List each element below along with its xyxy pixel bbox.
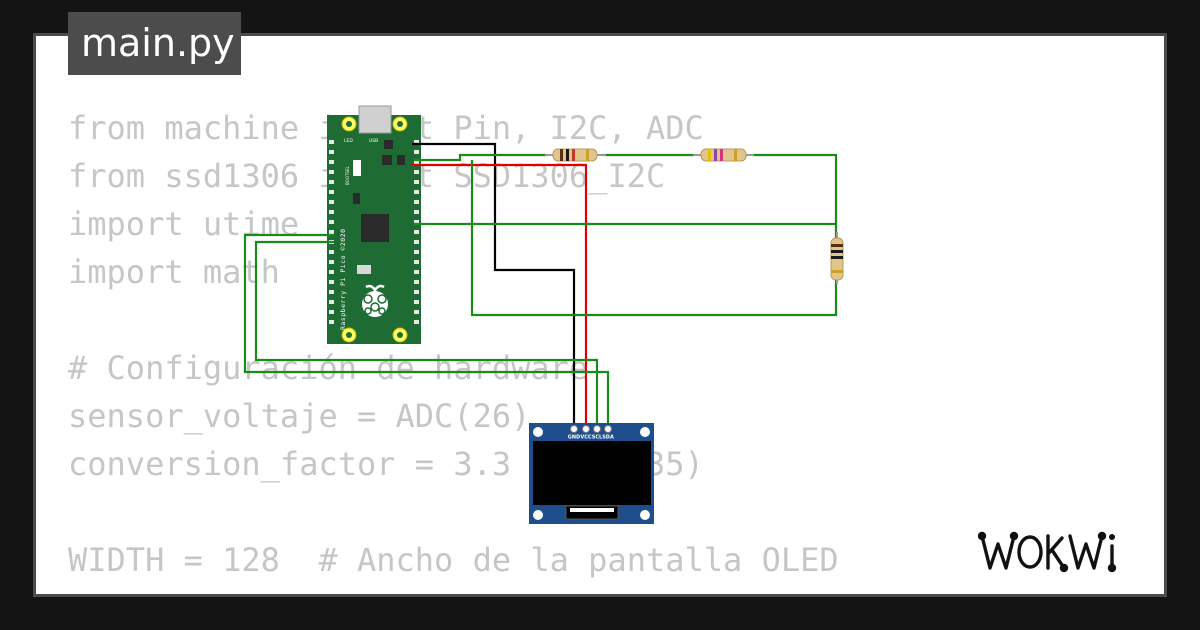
pico-board[interactable]: Raspberry Pi Pico ©2020 LED USB BOOTSEL [327, 105, 421, 344]
resistor-r3[interactable] [830, 232, 844, 284]
pico-pin-header-left [329, 140, 334, 324]
file-tab-title: main.py [68, 12, 241, 75]
wokwi-logo [978, 531, 1117, 573]
bootsel-button-icon [353, 160, 361, 176]
led-label: LED [344, 138, 353, 144]
oled-pins [570, 425, 612, 433]
oled-screen [533, 441, 651, 505]
wires [243, 142, 838, 428]
wire-divider-top[interactable] [414, 153, 548, 162]
wire-return[interactable] [470, 160, 838, 317]
wire-vcc[interactable] [412, 163, 588, 428]
wire-divider-right[interactable] [752, 153, 838, 240]
code-line: import utime [68, 205, 300, 243]
pico-board-label: Raspberry Pi Pico ©2020 [339, 228, 347, 330]
oled-display[interactable]: GND VCC SCL SDA [529, 423, 654, 524]
bootsel-label: BOOTSEL [345, 166, 350, 185]
wire-gnd[interactable] [412, 142, 576, 428]
usb-port-icon [358, 105, 392, 134]
code-line: sensor_voltaje = ADC(26) [68, 397, 531, 435]
pico-pin-header-right [414, 140, 419, 324]
resistor-r2[interactable] [693, 148, 754, 162]
usb-label: USB [369, 138, 378, 144]
rp2040-chip-icon [361, 214, 389, 242]
oled-pin-label-scl: SCL [592, 435, 603, 441]
code-line: import math [68, 253, 280, 291]
code-line: HEIGHT = 64 # Alto de la pantalla OLED [68, 584, 839, 594]
resistor-r1[interactable] [545, 148, 606, 162]
wire-scl[interactable] [254, 240, 599, 428]
oled-pin-label-sda: SDA [602, 435, 614, 441]
code-line: WIDTH = 128 # Ancho de la pantalla OLED [68, 541, 839, 579]
oled-pin-label-vcc: VCC [580, 435, 592, 441]
wire-sda[interactable] [243, 233, 610, 428]
code-line: # Configuración de hardware [68, 349, 589, 387]
oled-pin-label-gnd: GND [568, 435, 580, 441]
raspberry-logo-icon [362, 284, 388, 317]
